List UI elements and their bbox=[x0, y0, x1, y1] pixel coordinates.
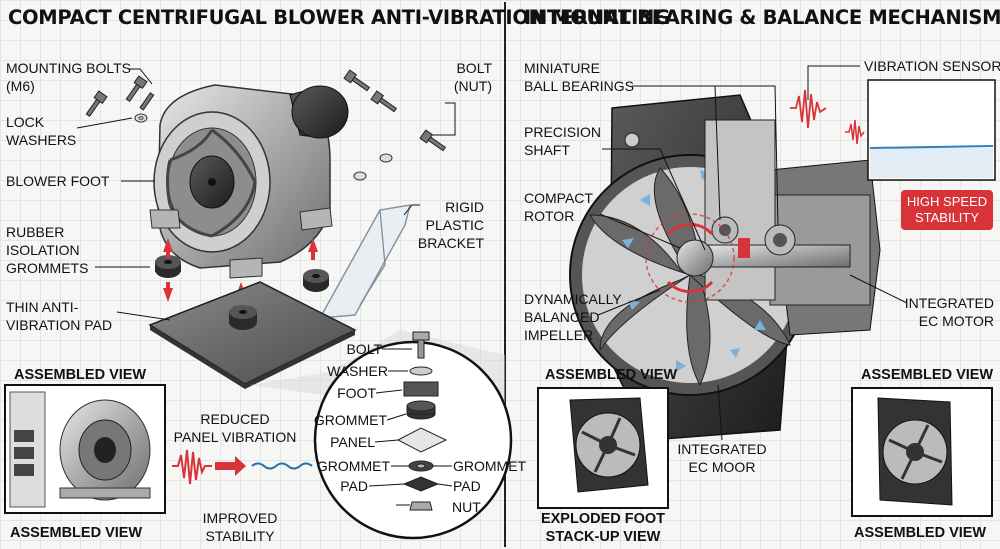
label-vibration-sensor: VIBRATION SENSOR bbox=[864, 58, 1000, 74]
stack-up-leaders bbox=[368, 348, 453, 506]
centrifugal-blower bbox=[149, 84, 349, 279]
label-miniature: MINIATURE bbox=[524, 60, 600, 76]
label-integrated: INTEGRATED bbox=[904, 295, 994, 311]
label-bracket: BRACKET bbox=[417, 235, 484, 251]
label-blower-foot: BLOWER FOOT bbox=[6, 173, 110, 189]
label-precision: PRECISION bbox=[524, 124, 602, 140]
sensor-fill bbox=[870, 148, 993, 178]
label-m6: (M6) bbox=[6, 78, 35, 94]
stack-label-nut: NUT bbox=[452, 499, 481, 515]
label-balanced: BALANCED bbox=[524, 309, 600, 325]
label-ec-motor: EC MOTOR bbox=[918, 313, 994, 329]
stack-label-grommet-1: GROMMET bbox=[313, 412, 387, 428]
label-rubber: RUBBER bbox=[6, 224, 65, 240]
fan-thumbnail-1 bbox=[569, 397, 649, 493]
label-ball-bearings: BALL BEARINGS bbox=[524, 78, 634, 94]
left-panel-title: COMPACT CENTRIFUGAL BLOWER ANTI-VIBRATIO… bbox=[8, 6, 670, 29]
sensor-trace bbox=[869, 145, 994, 149]
stack-label-grommet-3: GROMMET bbox=[453, 458, 527, 474]
vibration-signal-small-icon bbox=[845, 119, 865, 145]
vibration-signal-icon bbox=[790, 89, 827, 129]
label-exploded-foot: EXPLODED FOOT bbox=[540, 511, 666, 527]
assembled-blower-thumbnail bbox=[9, 391, 151, 508]
vibration-wave-red bbox=[172, 449, 212, 485]
label-rigid: RIGID bbox=[445, 199, 484, 215]
ec-fan-cutaway bbox=[569, 94, 881, 441]
label-improved: IMPROVED bbox=[202, 510, 278, 526]
right-panel-title: INTERNAL BEARING & BALANCE MECHANISM bbox=[524, 6, 1000, 29]
stack-label-pad-left: PAD bbox=[340, 478, 368, 494]
label-assembled-view-right-bottom: ASSEMBLED VIEW bbox=[854, 525, 987, 541]
pad-grommet bbox=[229, 305, 257, 330]
label-ec-moor: EC MOOR bbox=[688, 459, 756, 475]
stack-label-panel: PANEL bbox=[330, 434, 375, 450]
label-mounting-bolts: MOUNTING BOLTS bbox=[6, 60, 131, 76]
label-stack-up-view: STACK-UP VIEW bbox=[545, 529, 661, 545]
stack-up-diagram bbox=[396, 331, 448, 511]
badge-line-1: HIGH SPEED bbox=[906, 194, 988, 209]
reduction-arrow bbox=[215, 456, 246, 476]
mounting-bolts-group bbox=[85, 69, 447, 152]
label-impeller: IMPELLER bbox=[524, 327, 594, 343]
label-panel-vibration: PANEL VIBRATION bbox=[173, 429, 297, 445]
label-thin-anti: THIN ANTI- bbox=[6, 299, 79, 315]
stack-label-pad-right: PAD bbox=[453, 478, 481, 494]
label-isolation: ISOLATION bbox=[6, 242, 80, 258]
label-assembled-view-bottom-left: ASSEMBLED VIEW bbox=[10, 525, 143, 541]
stack-label-washer: WASHER bbox=[327, 363, 388, 379]
label-rotor: ROTOR bbox=[524, 208, 575, 224]
rubber-grommets bbox=[155, 255, 329, 292]
label-vibration-pad: VIBRATION PAD bbox=[6, 317, 113, 333]
label-assembled-view-right-right: ASSEMBLED VIEW bbox=[861, 367, 994, 383]
label-reduced: REDUCED bbox=[200, 411, 270, 427]
label-compact: COMPACT bbox=[524, 190, 593, 206]
label-assembled-view-top-left: ASSEMBLED VIEW bbox=[14, 367, 147, 383]
right-leader-lines bbox=[597, 65, 908, 441]
vibration-wave-blue bbox=[251, 462, 313, 470]
label-plastic: PLASTIC bbox=[425, 217, 484, 233]
fan-thumbnail-2 bbox=[877, 397, 953, 506]
label-grommets: GROMMETS bbox=[6, 260, 89, 276]
label-integrated-bottom: INTEGRATED bbox=[677, 441, 767, 457]
label-washers: WASHERS bbox=[6, 132, 77, 148]
label-nut: (NUT) bbox=[453, 78, 492, 94]
label-stability: STABILITY bbox=[205, 528, 275, 544]
label-shaft: SHAFT bbox=[524, 142, 570, 158]
label-lock: LOCK bbox=[6, 114, 45, 130]
stack-label-bolt: BOLT bbox=[346, 341, 382, 357]
rigid-plastic-bracket bbox=[318, 204, 412, 319]
high-speed-stability-badge: HIGH SPEED STABILITY bbox=[901, 190, 993, 230]
stack-label-grommet-2: GROMMET bbox=[316, 458, 390, 474]
label-assembled-view-right-left: ASSEMBLED VIEW bbox=[545, 367, 678, 383]
lock-washers-group bbox=[134, 113, 393, 181]
stack-label-foot: FOOT bbox=[337, 385, 376, 401]
label-bolt: BOLT bbox=[456, 60, 492, 76]
left-leader-lines bbox=[76, 68, 456, 321]
label-dynamically: DYNAMICALLY bbox=[524, 291, 622, 307]
badge-line-2: STABILITY bbox=[914, 210, 980, 225]
